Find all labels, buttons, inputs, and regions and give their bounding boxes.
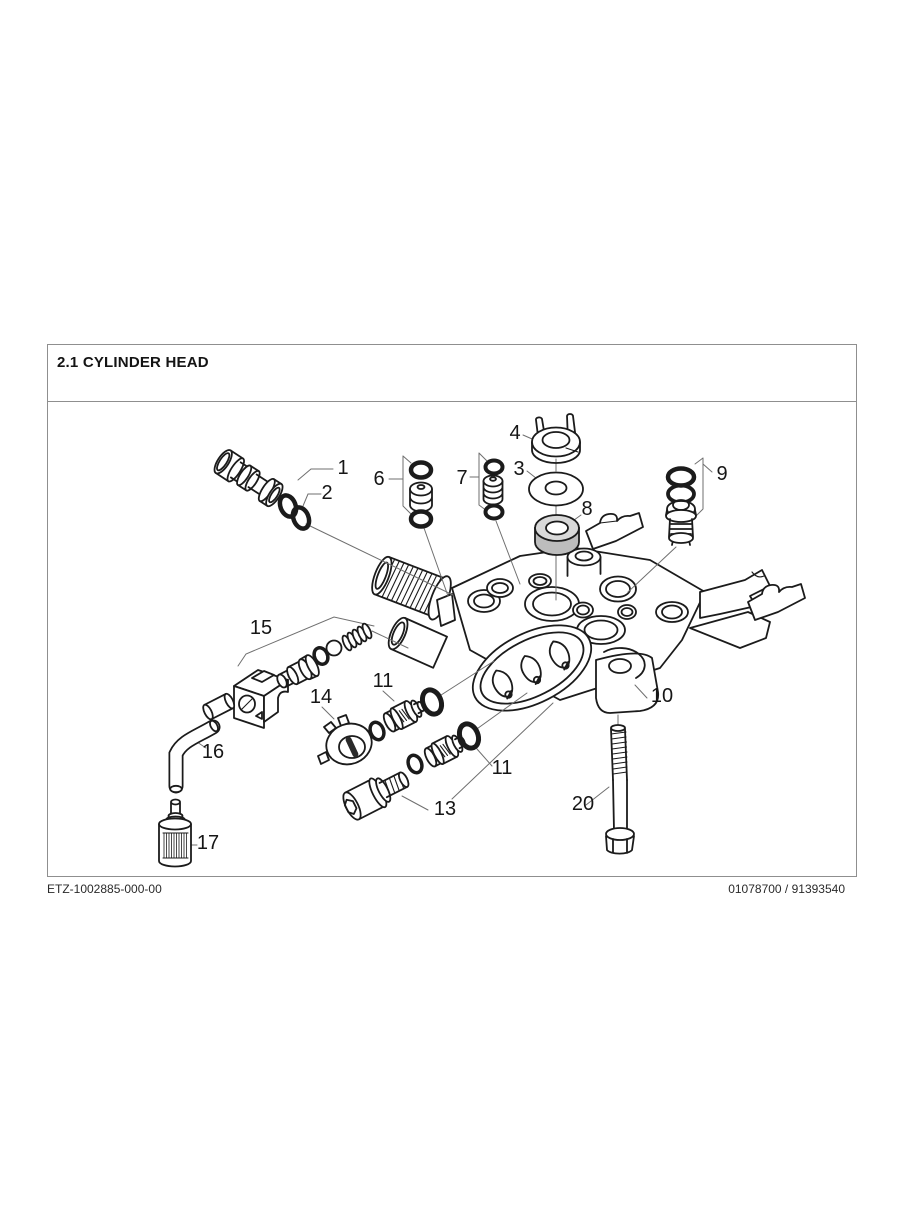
- inlet-coupling: [213, 449, 284, 508]
- valve-cartridge: [665, 466, 697, 546]
- callout-16: 16: [202, 741, 224, 763]
- callout-11: 11: [492, 757, 513, 779]
- callout-11: 11: [373, 670, 394, 692]
- callout-3: 3: [513, 458, 524, 480]
- valve-insert: [368, 687, 445, 742]
- valve-insert: [406, 721, 482, 775]
- valve-plate: [471, 624, 593, 712]
- callout-7: 7: [456, 467, 467, 489]
- piston-assembly: [233, 622, 373, 729]
- drawing-number: ETZ-1002885-000-00: [47, 882, 162, 896]
- callout-17: 17: [197, 832, 219, 854]
- cylinder-head-body: [371, 512, 806, 714]
- plug-screw: [342, 771, 410, 821]
- callout-1: 1: [337, 457, 348, 479]
- o-ring: [290, 505, 312, 531]
- filter: [158, 798, 192, 868]
- callout-labels: 1 2 3 4 6 7 8 9 10 11 11 13 14 15 16 17 …: [197, 422, 728, 854]
- callout-13: 13: [434, 798, 456, 820]
- washer: [528, 471, 584, 507]
- callout-8: 8: [581, 498, 592, 520]
- callout-10: 10: [651, 685, 673, 707]
- valve-cap: [531, 413, 581, 464]
- callout-2: 2: [321, 482, 332, 504]
- head-bolt: [605, 724, 635, 855]
- figure-title: 2.1 CYLINDER HEAD: [57, 354, 209, 371]
- valve-with-o-rings: [408, 460, 434, 529]
- suction-tube: [168, 692, 236, 794]
- callout-20: 20: [572, 793, 594, 815]
- callout-15: 15: [250, 617, 272, 639]
- callout-9: 9: [716, 463, 727, 485]
- seal-ring: [534, 514, 580, 556]
- part-number-codes: 01078700 / 91393540: [728, 882, 845, 896]
- nozzle-holder: [317, 714, 373, 766]
- callout-brackets: [237, 434, 713, 811]
- callout-4: 4: [509, 422, 520, 444]
- callout-14: 14: [310, 686, 332, 708]
- figure-header: 2.1 CYLINDER HEAD: [48, 345, 856, 402]
- callout-6: 6: [373, 468, 384, 490]
- valve-with-o-rings: [482, 458, 505, 521]
